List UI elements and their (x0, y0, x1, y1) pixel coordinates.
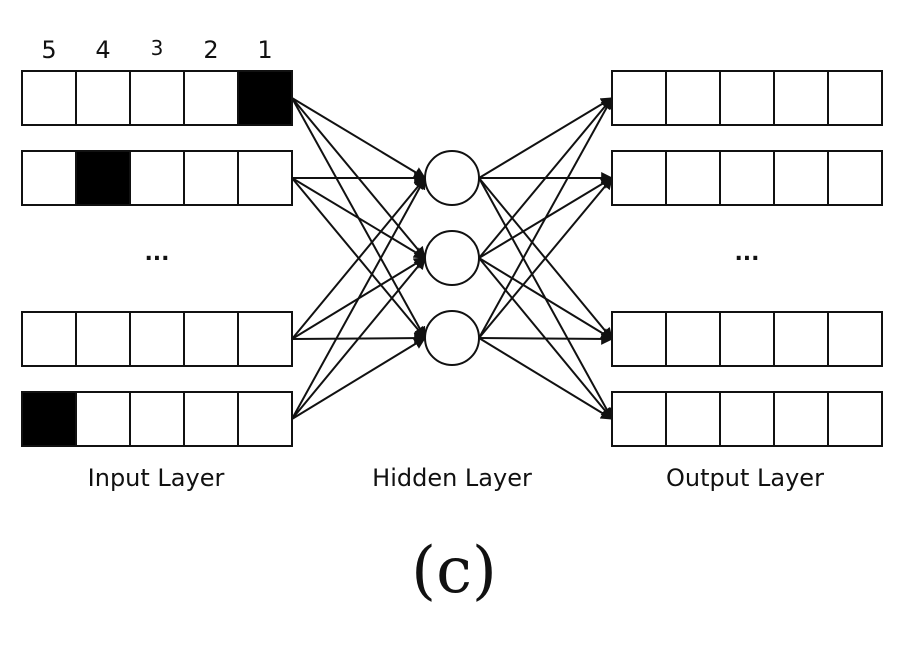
hidden-layer-label: Hidden Layer (372, 464, 532, 492)
input-cell (237, 150, 293, 206)
input-layer (21, 70, 293, 447)
output-cell (665, 70, 721, 126)
column-number-4: 4 (95, 36, 110, 64)
output-cell (719, 70, 775, 126)
hidden-2-to-output-3-arrow (478, 257, 614, 340)
column-number-5: 5 (41, 36, 56, 64)
hidden-2-to-output-1-arrow (478, 97, 613, 259)
connection-arrows (291, 96, 614, 421)
input-cell (21, 70, 77, 126)
output-cell (665, 311, 721, 367)
output-ellipsis: ... (734, 241, 759, 266)
output-cell (773, 311, 829, 367)
input-cell (75, 391, 131, 447)
output-layer (611, 70, 883, 447)
column-numbers: 5 4 3 2 1 (41, 36, 272, 64)
output-vector-2 (611, 150, 883, 206)
hidden-node-3 (424, 310, 480, 366)
input-active-cell (75, 150, 131, 206)
hidden-3-to-output-1-arrow (478, 96, 613, 339)
output-vector-3 (611, 311, 883, 367)
input-4-to-hidden-1-arrow (291, 176, 426, 420)
input-2-to-hidden-2-arrow (291, 177, 427, 259)
output-cell (611, 70, 667, 126)
output-vector-4 (611, 391, 883, 447)
input-3-to-hidden-1-arrow (291, 177, 426, 340)
hidden-3-to-output-3-arrow (478, 332, 614, 345)
hidden-3-to-output-2-arrow (478, 177, 613, 339)
input-cell (21, 311, 77, 367)
hidden-node-2 (424, 230, 480, 286)
input-vector-1 (21, 70, 293, 126)
input-cell (129, 391, 185, 447)
input-cell (75, 311, 131, 367)
input-cell (183, 391, 239, 447)
output-cell (827, 150, 883, 206)
output-vector-1 (611, 70, 883, 126)
hidden-layer (424, 150, 480, 366)
output-cell (827, 391, 883, 447)
column-number-3: 3 (151, 36, 164, 60)
output-cell (719, 391, 775, 447)
input-cell (183, 70, 239, 126)
output-cell (665, 150, 721, 206)
input-1-to-hidden-1-arrow (291, 97, 427, 179)
output-cell (773, 150, 829, 206)
output-cell (773, 70, 829, 126)
output-cell (719, 311, 775, 367)
output-cell (827, 311, 883, 367)
input-cell (129, 311, 185, 367)
input-active-cell (237, 70, 293, 126)
input-cell (183, 311, 239, 367)
input-4-to-hidden-2-arrow (291, 257, 426, 420)
column-number-2: 2 (203, 36, 218, 64)
input-vector-3 (21, 311, 293, 367)
input-cell (237, 391, 293, 447)
input-cell (21, 150, 77, 206)
output-cell (719, 150, 775, 206)
output-cell (773, 391, 829, 447)
input-cell (129, 150, 185, 206)
hidden-node-1 (424, 150, 480, 206)
input-ellipsis: ... (144, 241, 169, 266)
output-cell (611, 391, 667, 447)
input-4-to-hidden-3-arrow (291, 337, 427, 420)
input-cell (75, 70, 131, 126)
column-number-1: 1 (257, 36, 272, 64)
input-cell (183, 150, 239, 206)
input-cell (237, 311, 293, 367)
output-cell (611, 150, 667, 206)
input-vector-4 (21, 391, 293, 447)
hidden-1-to-output-1-arrow (478, 97, 614, 179)
input-vector-2 (21, 150, 293, 206)
figure-caption: (c) (411, 534, 497, 608)
input-layer-label: Input Layer (88, 464, 225, 492)
input-cell (129, 70, 185, 126)
hidden-3-to-output-4-arrow (478, 337, 614, 420)
output-layer-label: Output Layer (666, 464, 824, 492)
output-cell (827, 70, 883, 126)
output-cell (611, 311, 667, 367)
input-active-cell (21, 391, 77, 447)
output-cell (665, 391, 721, 447)
